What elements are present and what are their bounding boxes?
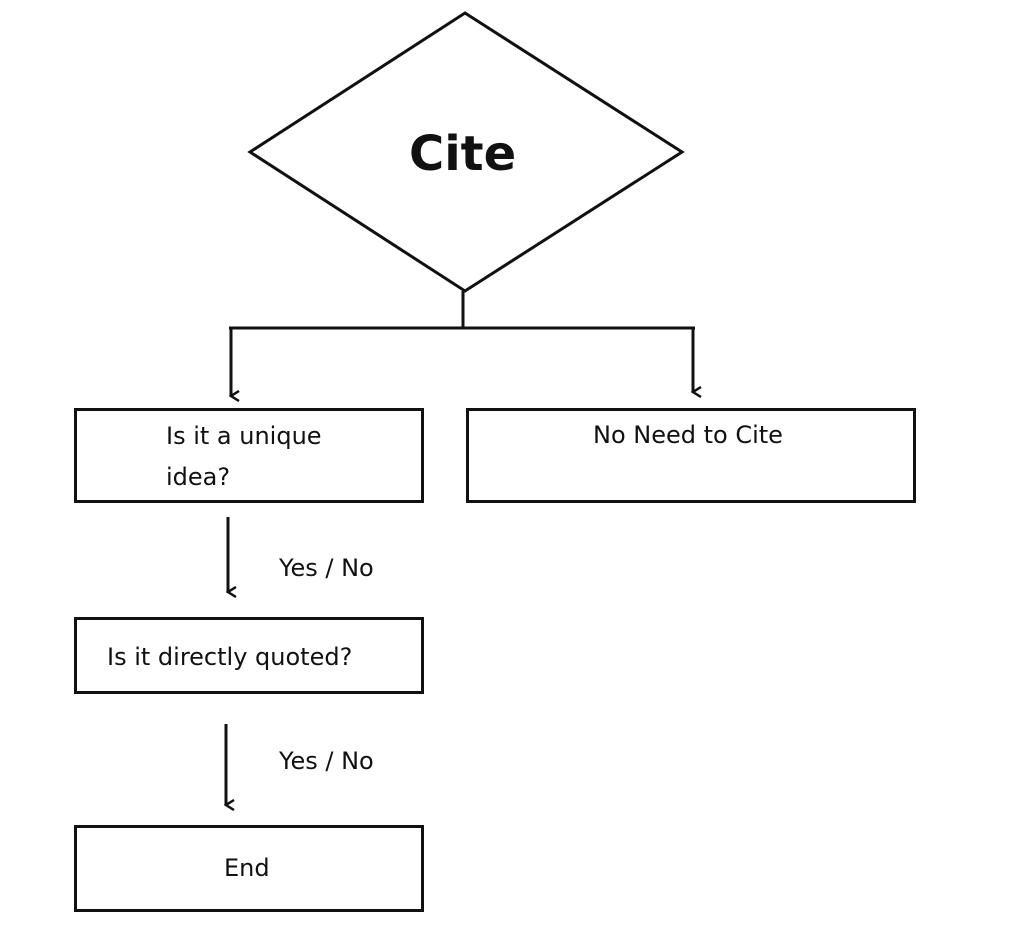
directly-quoted-box	[74, 617, 424, 694]
edge-label-quoted-to-end: Yes / No	[279, 747, 374, 775]
no-need-box	[466, 408, 916, 503]
edge-label-unique-to-quoted: Yes / No	[279, 554, 374, 582]
unique-idea-line2: idea?	[166, 463, 231, 491]
decision-label: Cite	[409, 126, 517, 182]
no-need-label: No Need to Cite	[593, 421, 783, 449]
end-box	[74, 825, 424, 912]
unique-idea-line1: Is it a unique	[166, 422, 322, 450]
directly-quoted-label: Is it directly quoted?	[107, 643, 353, 671]
unique-idea-box	[74, 408, 424, 503]
decision-diamond	[247, 11, 685, 293]
end-label: End	[224, 854, 270, 882]
